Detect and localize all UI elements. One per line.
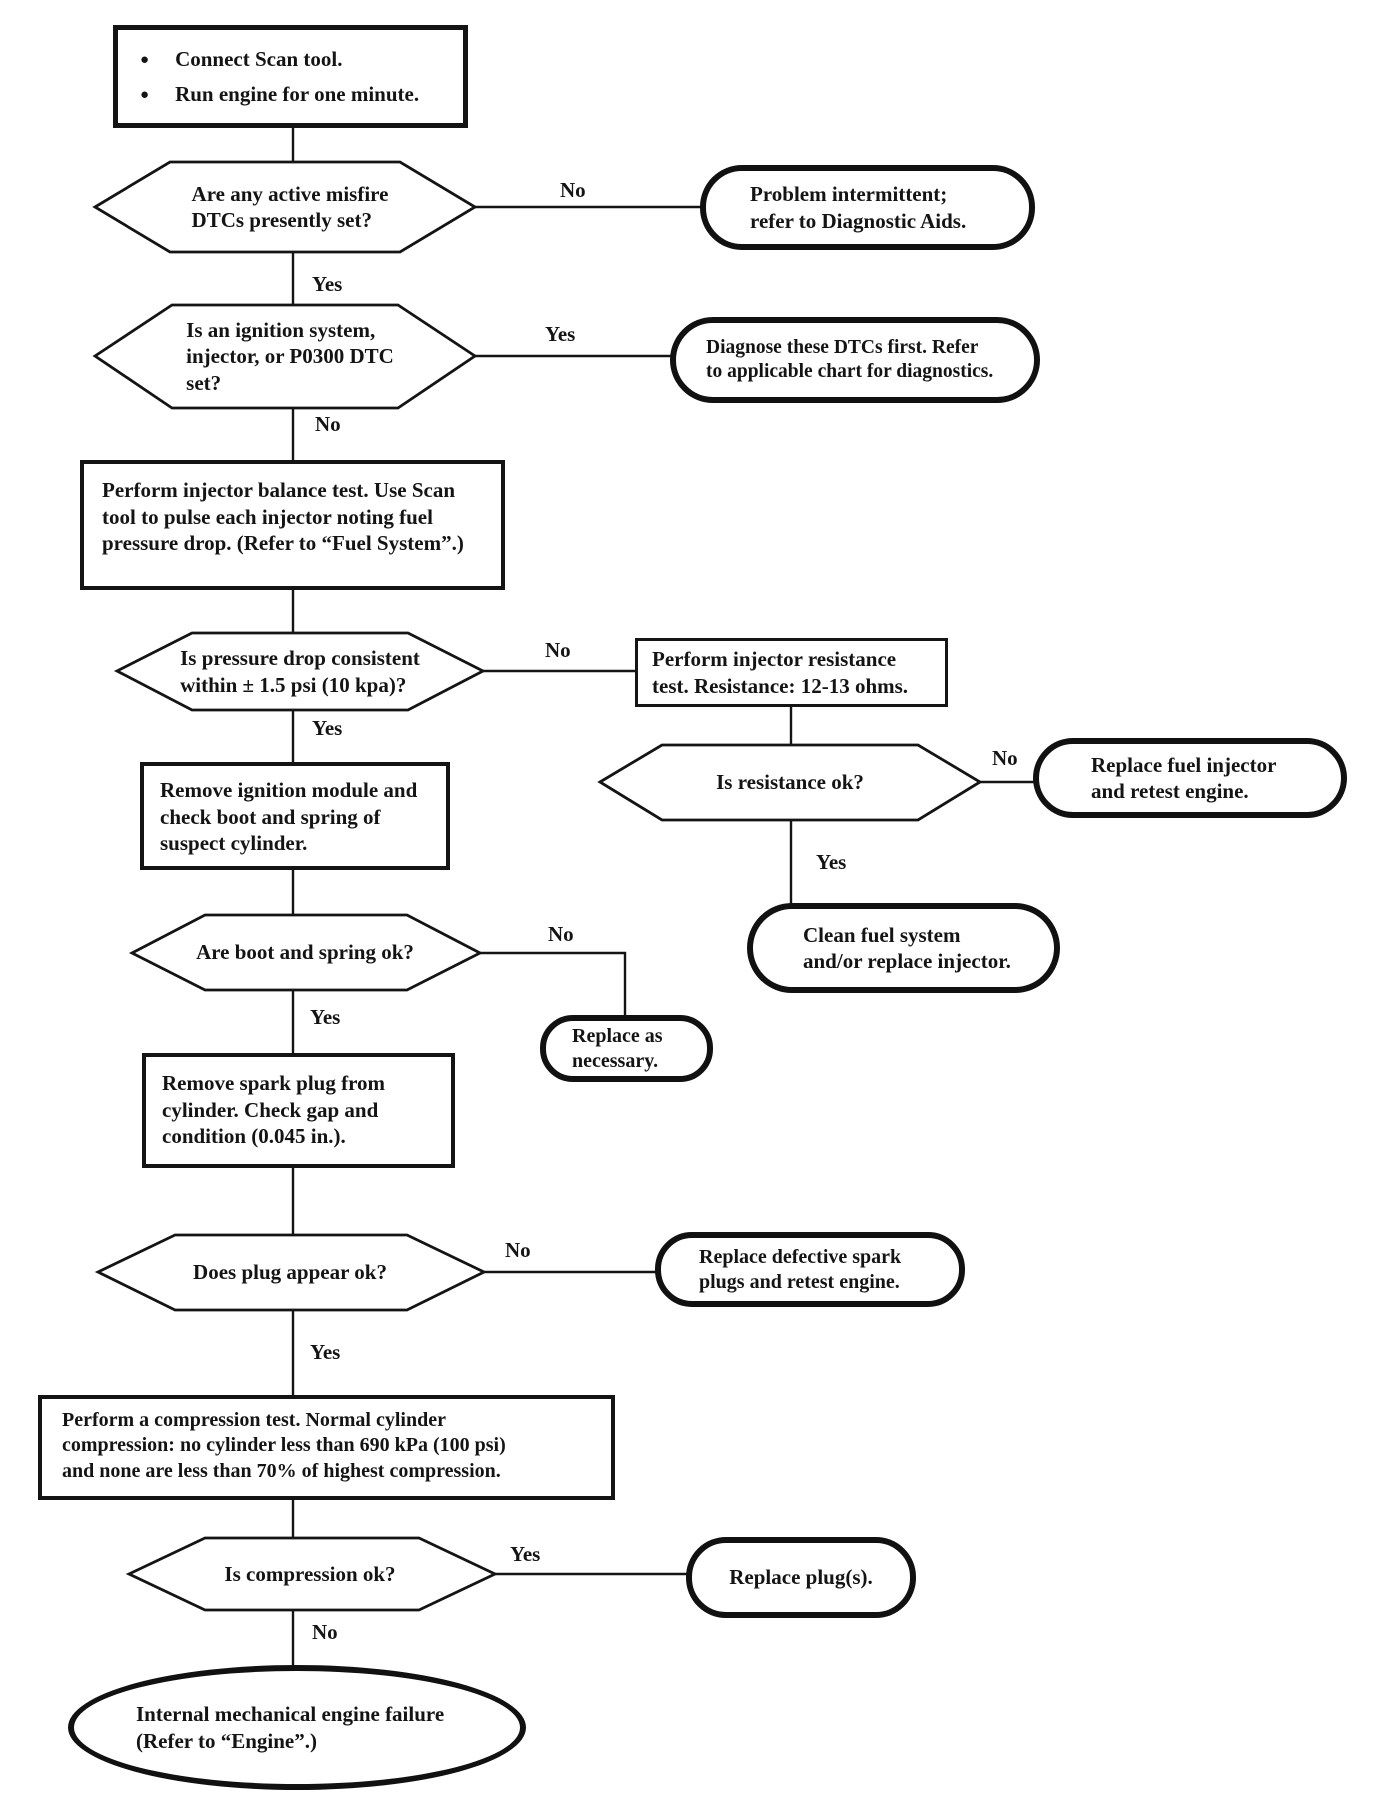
start-step: ● Connect Scan tool. bbox=[140, 47, 463, 72]
decision-shape-resistance-ok bbox=[597, 743, 983, 822]
process-injector-resistance-test: Perform injector resistance test. Resist… bbox=[635, 638, 948, 707]
edge-label-d1-yes: Yes bbox=[312, 272, 343, 296]
terminal-replace-plugs: Replace plug(s). bbox=[686, 1537, 916, 1618]
edge-label-d3-yes: Yes bbox=[312, 716, 343, 740]
bullet-icon: ● bbox=[140, 86, 150, 103]
process-compression-test: Perform a compression test. Normal cylin… bbox=[38, 1395, 615, 1500]
edge-label-d7-yes: Yes bbox=[510, 1542, 541, 1566]
decision-shape-plug-ok bbox=[94, 1233, 488, 1312]
edge-label-d2-yes: Yes bbox=[545, 322, 576, 346]
decision-resistance-ok: Is resistance ok? bbox=[716, 770, 864, 795]
edge-label-d2-no: No bbox=[315, 412, 341, 436]
decision-misfire-dtcs: Are any active misfire DTCs presently se… bbox=[191, 181, 389, 232]
decision-shape-misfire-dtcs bbox=[92, 160, 478, 254]
process-injector-balance-test: Perform injector balance test. Use Scan … bbox=[80, 460, 505, 590]
edge-label-d4-no: No bbox=[992, 746, 1018, 770]
terminal-clean-fuel-system: Clean fuel system and/or replace injecto… bbox=[747, 903, 1060, 993]
edge-label-d4-yes: Yes bbox=[816, 850, 847, 874]
terminal-diagnose-dtcs-first: Diagnose these DTCs first. Refer to appl… bbox=[670, 317, 1040, 403]
decision-dtc-set: Is an ignition system, injector, or P030… bbox=[186, 317, 394, 395]
terminal-replace-as-necessary: Replace as necessary. bbox=[540, 1015, 713, 1082]
edge-label-d5-no: No bbox=[548, 922, 574, 946]
decision-boot-spring: Are boot and spring ok? bbox=[196, 940, 414, 965]
connector-d5-t5 bbox=[480, 951, 627, 1017]
decision-shape-dtc-set bbox=[92, 303, 478, 410]
bullet-icon: ● bbox=[140, 51, 150, 68]
start-box: ● Connect Scan tool. ● Run engine for on… bbox=[113, 25, 468, 128]
start-step: ● Run engine for one minute. bbox=[140, 82, 463, 107]
edge-label-d6-no: No bbox=[505, 1238, 531, 1262]
edge-label-d3-no: No bbox=[545, 638, 571, 662]
terminal-internal-engine-failure: Internal mechanical engine failure (Refe… bbox=[68, 1665, 526, 1790]
start-step-label: Run engine for one minute. bbox=[175, 81, 420, 106]
process-remove-spark-plug: Remove spark plug from cylinder. Check g… bbox=[142, 1053, 455, 1168]
decision-shape-compression-ok bbox=[125, 1536, 499, 1612]
edge-label-d1-no: No bbox=[560, 178, 586, 202]
terminal-replace-fuel-injector: Replace fuel injector and retest engine. bbox=[1033, 738, 1347, 818]
edge-label-d7-no: No bbox=[312, 1620, 338, 1644]
decision-shape-pressure-drop bbox=[113, 631, 487, 712]
terminal-replace-defective-plugs: Replace defective spark plugs and retest… bbox=[655, 1232, 965, 1307]
start-step-label: Connect Scan tool. bbox=[175, 46, 343, 71]
decision-compression-ok: Is compression ok? bbox=[224, 1561, 396, 1586]
decision-plug-ok: Does plug appear ok? bbox=[193, 1260, 387, 1285]
decision-shape-boot-spring bbox=[128, 913, 484, 992]
process-remove-ignition-module: Remove ignition module and check boot an… bbox=[140, 762, 450, 870]
edge-label-d6-yes: Yes bbox=[310, 1340, 341, 1364]
decision-pressure-drop: Is pressure drop consistent within ± 1.5… bbox=[180, 646, 420, 697]
terminal-problem-intermittent: Problem intermittent; refer to Diagnosti… bbox=[700, 165, 1035, 250]
edge-label-d5-yes: Yes bbox=[310, 1005, 341, 1029]
